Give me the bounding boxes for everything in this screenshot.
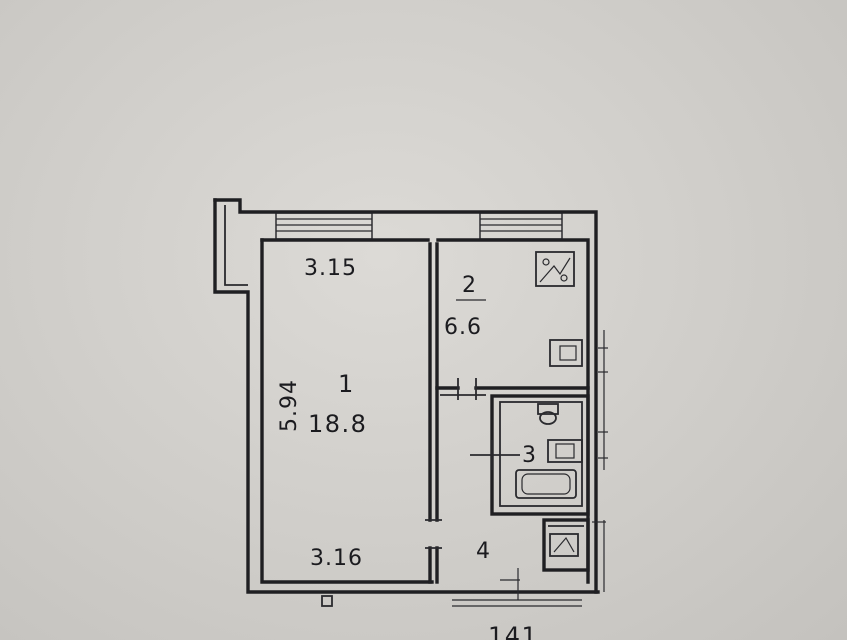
wc-block [542, 518, 590, 572]
room-1-length: 5.94 [277, 379, 302, 432]
washbasin-icon [547, 439, 583, 463]
exterior-walls [213, 198, 600, 594]
room-4-number: 4 [476, 539, 491, 564]
room-3-number: 3 [522, 443, 537, 468]
sink-icon [549, 339, 583, 367]
room-1-width-bottom: 3.16 [310, 546, 363, 571]
window-right [479, 212, 563, 240]
room-1-width-top: 3.15 [304, 256, 357, 281]
bottom-label: 141 [488, 622, 538, 640]
room-2-number: 2 [462, 273, 477, 298]
room-1-number: 1 [338, 370, 355, 398]
meter-icon [549, 533, 579, 557]
stove-icon [535, 251, 575, 287]
entrance-marks [321, 568, 582, 607]
room-1-area: 18.8 [308, 410, 367, 438]
window-left [275, 212, 373, 240]
partition-wall-central [425, 242, 442, 584]
bathtub-icon [515, 469, 577, 499]
toilet-icon [537, 403, 559, 425]
riser-lines [592, 330, 608, 592]
room-2-area: 6.6 [444, 315, 482, 340]
kitchen-bottom-wall [435, 378, 590, 400]
